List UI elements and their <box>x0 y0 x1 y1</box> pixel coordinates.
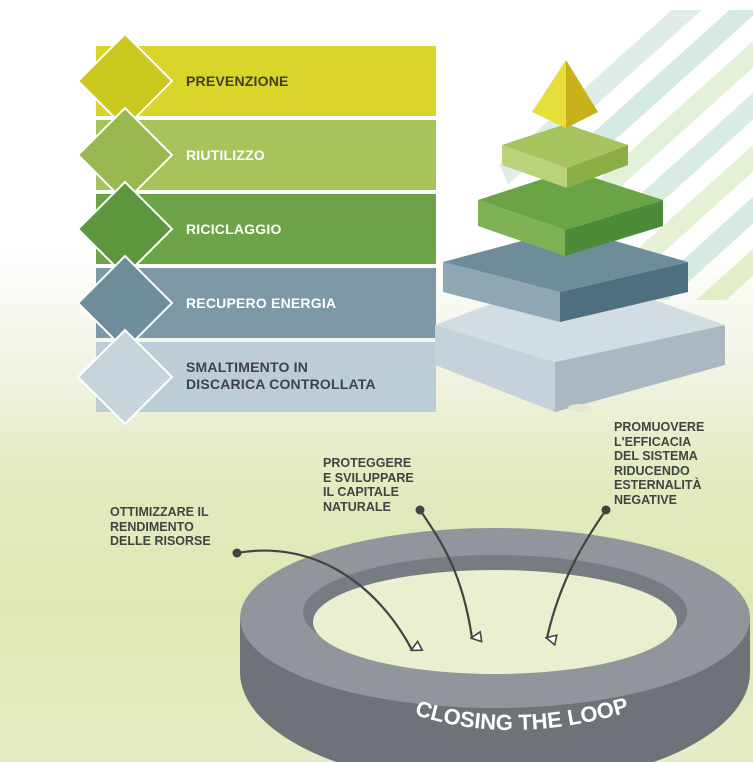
arrow-capitale <box>419 509 472 638</box>
pyramid-tier-green <box>478 170 663 256</box>
callout-capitale: PROTEGGERE E SVILUPPARE IL CAPITALE NATU… <box>323 456 414 514</box>
label-prevenzione: PREVENZIONE <box>186 73 289 89</box>
arrow-risorse <box>236 549 412 650</box>
pyramid-tier-lightgreen <box>502 124 628 188</box>
dot-risorse <box>232 548 242 558</box>
callout-risorse: OTTIMIZZARE IL RENDIMENTO DELLE RISORSE <box>110 505 211 548</box>
diamond-smaltimento <box>76 328 174 426</box>
closing-loop-ring: CLOSING THE LOOP <box>240 528 750 762</box>
pyramid-tier-bluegrey <box>443 228 688 322</box>
callout-esternalita: PROMUOVERE L'EFFICACIA DEL SISTEMA RIDUC… <box>614 420 705 507</box>
arrow-esternalita <box>547 509 607 638</box>
callout-arrows <box>236 509 607 650</box>
ring-inner-area <box>313 570 677 674</box>
pyramid-illustration <box>435 60 725 412</box>
dot-capitale <box>415 505 425 515</box>
label-riciclaggio: RICICLAGGIO <box>186 221 282 237</box>
callout-dots <box>232 505 611 558</box>
label-smaltimento: SMALTIMENTO IN DISCARICA CONTROLLATA <box>186 359 376 392</box>
dot-esternalita <box>601 505 611 515</box>
label-recupero-energia: RECUPERO ENERGIA <box>186 295 337 311</box>
label-riutilizzo: RIUTILIZZO <box>186 147 265 163</box>
hierarchy-diamonds <box>76 32 174 426</box>
pyramid-top <box>532 60 598 128</box>
